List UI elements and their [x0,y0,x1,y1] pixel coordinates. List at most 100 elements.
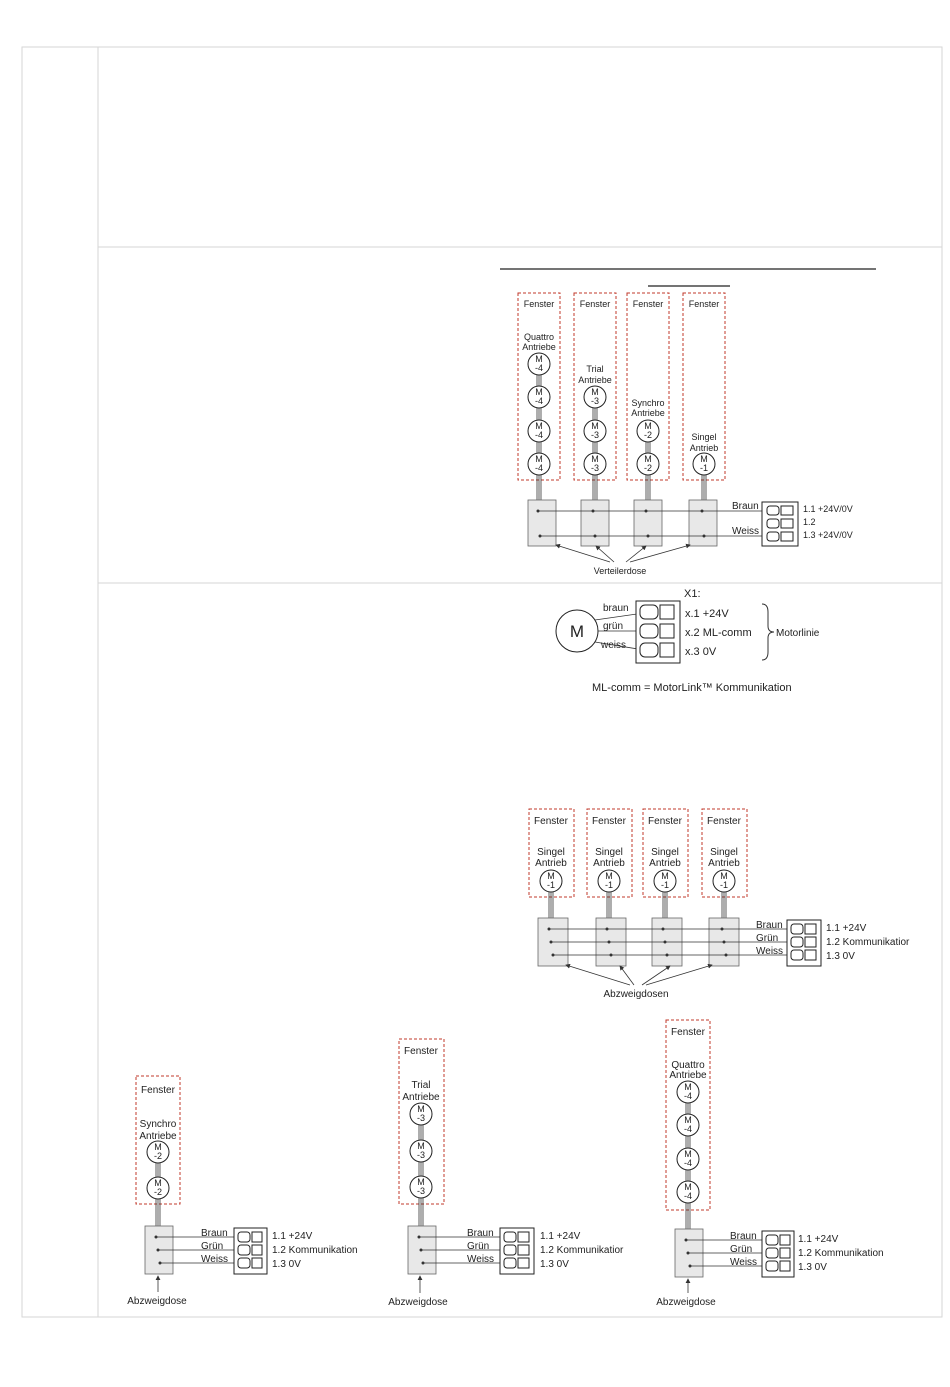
svg-text:-3: -3 [591,396,599,406]
svg-text:-3: -3 [591,463,599,473]
motor-icon: M-3 [583,452,607,476]
svg-text:M: M [547,871,555,881]
box-caption: Abzweigdose [388,1297,448,1308]
motor-icon: M-3 [583,385,607,409]
terminal-label: 1.3 0V [826,951,855,962]
terminal-label: 1.2 Kommunikation [272,1245,358,1256]
terminal-label: 1.1 +24V [540,1231,581,1242]
motor-icon: M-4 [676,1180,700,1204]
motor-icon: M-4 [676,1080,700,1104]
window-label: Fenster [633,299,664,309]
terminal-label: 1.3 0V [798,1262,827,1273]
svg-text:-4: -4 [684,1158,692,1168]
motor-icon: M-3 [409,1139,433,1163]
svg-text:M: M [535,387,543,397]
terminal-block [761,501,799,547]
wire-label: Weiss [732,526,759,537]
window-label: Fenster [141,1085,176,1096]
svg-text:-3: -3 [417,1186,425,1196]
wire-label: grün [603,621,623,632]
svg-text:M: M [684,1082,692,1092]
window-trial: Fenster Trial Antriebe M-3 M-3 M-3 [573,292,617,500]
svg-text:-4: -4 [535,430,543,440]
terminal-block [233,1227,268,1275]
svg-text:Antriebe: Antriebe [669,1070,707,1081]
group-label: Motorlinie [776,628,820,639]
terminal-label: 1.1 +24V [798,1234,839,1245]
window-synchro: Fenster Synchro Antriebe M-2 M-2 [626,292,670,500]
wire-label: Grün [730,1244,752,1255]
svg-text:M: M [154,1178,162,1188]
svg-text:Antrieb: Antrieb [535,858,567,869]
svg-text:-1: -1 [720,880,728,890]
svg-text:Quattro: Quattro [671,1060,705,1071]
svg-text:Antrieb: Antrieb [649,858,681,869]
wire-label: Weiss [730,1257,757,1268]
svg-text:-4: -4 [684,1124,692,1134]
terminal-label: 1.2 Kommunikation [798,1248,884,1259]
junction-box [688,499,718,547]
svg-text:M: M [684,1182,692,1192]
motor-icon: M-1 [692,452,716,476]
terminal-label: 1.1 +24V [272,1231,313,1242]
motor-icon: M-4 [676,1147,700,1171]
motor-icon: M-4 [527,385,551,409]
svg-text:Antrieb: Antrieb [593,858,625,869]
svg-text:Antrieb: Antrieb [708,858,740,869]
svg-text:-3: -3 [591,430,599,440]
wire-label: Braun [732,501,759,512]
svg-text:M: M [535,354,543,364]
motor-icon: M-2 [146,1140,170,1164]
svg-text:M: M [644,421,652,431]
box-caption: Verteilerdose [594,566,647,576]
wire-label: Braun [730,1231,757,1242]
pin-label: x.2 ML-comm [685,627,752,639]
svg-text:M: M [661,871,669,881]
motor-icon: M-2 [636,419,660,443]
motor-icon: M-2 [636,452,660,476]
motor-icon: M-4 [527,452,551,476]
diagram-quattro: Fenster Quattro Antriebe M-4 M-4 M-4 M-4… [656,1019,884,1308]
box-caption: Abzweigdose [127,1296,187,1307]
terminal-label: 1.3 0V [540,1259,569,1270]
svg-text:M: M [535,454,543,464]
drive-type-label: Antriebe [631,408,665,418]
svg-text:M: M [720,871,728,881]
wire-label: Weiss [467,1254,494,1265]
svg-text:-4: -4 [535,396,543,406]
wire-label: braun [603,603,629,614]
wire-label: Grün [756,933,778,944]
drive-type-label: Synchro [631,398,664,408]
svg-text:M: M [591,421,599,431]
junction-box [580,499,610,547]
diagram-verteilerdose: Fenster Quattro Antriebe M-4 M-4 M-4 M-4… [500,268,876,576]
diagram-trial: Fenster Trial Antriebe M-3 M-3 M-3 Braun… [388,1038,624,1308]
terminal-label: 1.2 [803,517,816,527]
wire-label: Braun [756,920,783,931]
svg-text:M: M [684,1115,692,1125]
window-label: Fenster [689,299,720,309]
wire-label: Weiss [756,946,783,957]
motor-icon: M-3 [409,1102,433,1126]
motor-icon: M-3 [583,419,607,443]
svg-text:-1: -1 [605,880,613,890]
motor-icon: M-4 [676,1113,700,1137]
svg-text:M: M [605,871,613,881]
terminal-label: 1.1 +24V/0V [803,504,853,514]
terminal-label: 1.3 0V [272,1259,301,1270]
wire-label: Braun [201,1228,228,1239]
pin-label: x.3 0V [685,646,717,658]
svg-text:-1: -1 [661,880,669,890]
window-label: Fenster [671,1027,706,1038]
svg-text:Antriebe: Antriebe [139,1131,177,1142]
motor-icon: M-3 [409,1175,433,1199]
svg-text:M: M [417,1141,425,1151]
svg-text:M: M [417,1177,425,1187]
svg-text:M: M [154,1142,162,1152]
svg-text:-4: -4 [535,463,543,473]
svg-text:-1: -1 [700,463,708,473]
svg-text:-2: -2 [644,430,652,440]
svg-text:M: M [591,454,599,464]
legend-text: ML-comm = MotorLink™ Kommunikation [592,682,792,694]
